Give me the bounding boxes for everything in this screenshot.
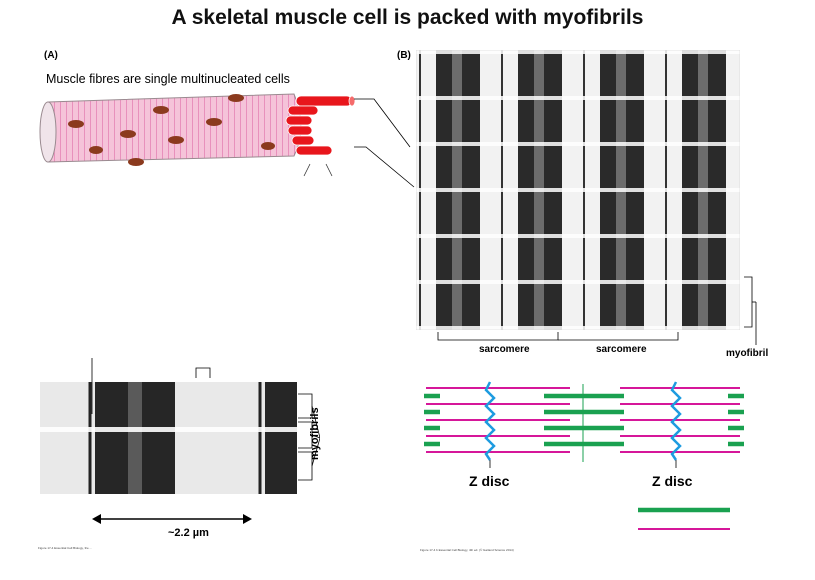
scale-label: ~2.2 µm [168,527,209,539]
z-disc-right [670,381,682,461]
panel-a-label: (A) [44,50,58,61]
page-title: A skeletal muscle cell is packed with my… [171,6,644,29]
connector-lines [354,98,415,188]
myosin-filaments [424,393,744,447]
z-disc-label: Z disc [469,473,510,489]
nucleus [68,120,84,128]
sarcomere-brackets [437,332,679,341]
micrograph-myofibrils [416,50,740,330]
nucleus [261,142,275,150]
nucleus [128,158,144,166]
nucleus [168,136,184,144]
z-disc-label: Z disc [652,473,693,489]
figure-credit: Figure 17-4 b Essential Cell Biology, 4t… [420,548,514,552]
fibre-body [41,93,302,163]
sarcomere-schematic [424,381,744,468]
myofibrils-label: myofibrils [309,407,321,460]
sarcomere-label: sarcomere [479,344,530,355]
scale-bar-arrow [92,514,252,524]
myofibril-bracket [744,276,757,345]
figure-credit: Figure 17-4 Essential Cell Biology, 3/e … [38,546,92,550]
myofibril-label: myofibril [726,348,769,359]
z-disc-left [484,381,496,461]
nucleus [120,130,136,138]
nucleus [89,146,103,154]
panel-a-caption: Muscle fibres are single multinucleated … [46,72,290,86]
filament-legend [638,507,730,530]
nucleus [206,118,222,126]
nucleus [153,106,169,114]
sarcomere-label: sarcomere [596,344,647,355]
nucleus [228,94,244,102]
fibre-end [39,101,57,163]
actin-filaments [426,387,740,453]
panel-b-label: (B) [397,50,411,61]
muscle-fibre-illustration [39,93,356,177]
myofibril-bundle [285,95,356,156]
micrograph-sarcomeres [40,358,320,494]
